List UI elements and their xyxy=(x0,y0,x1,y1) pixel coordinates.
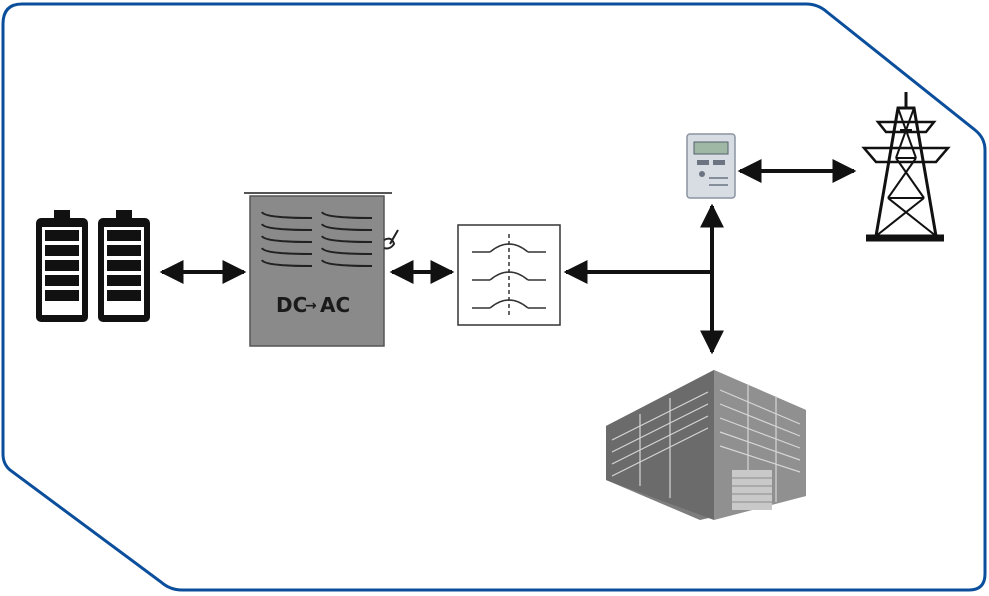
transmission-tower-icon xyxy=(861,92,951,242)
inverter-arrow-glyph: → xyxy=(305,298,317,314)
battery-icon xyxy=(36,210,88,322)
inverter-label-dc: DC xyxy=(276,293,307,317)
circuit-breaker-icon xyxy=(457,224,561,326)
battery-icon xyxy=(98,210,150,322)
electricity-meter-icon xyxy=(686,133,736,199)
battery-pack-icon xyxy=(36,210,150,322)
inverter-icon: DC → AC xyxy=(244,192,399,347)
inverter-label-ac: AC xyxy=(320,293,350,317)
building-icon xyxy=(606,370,806,520)
